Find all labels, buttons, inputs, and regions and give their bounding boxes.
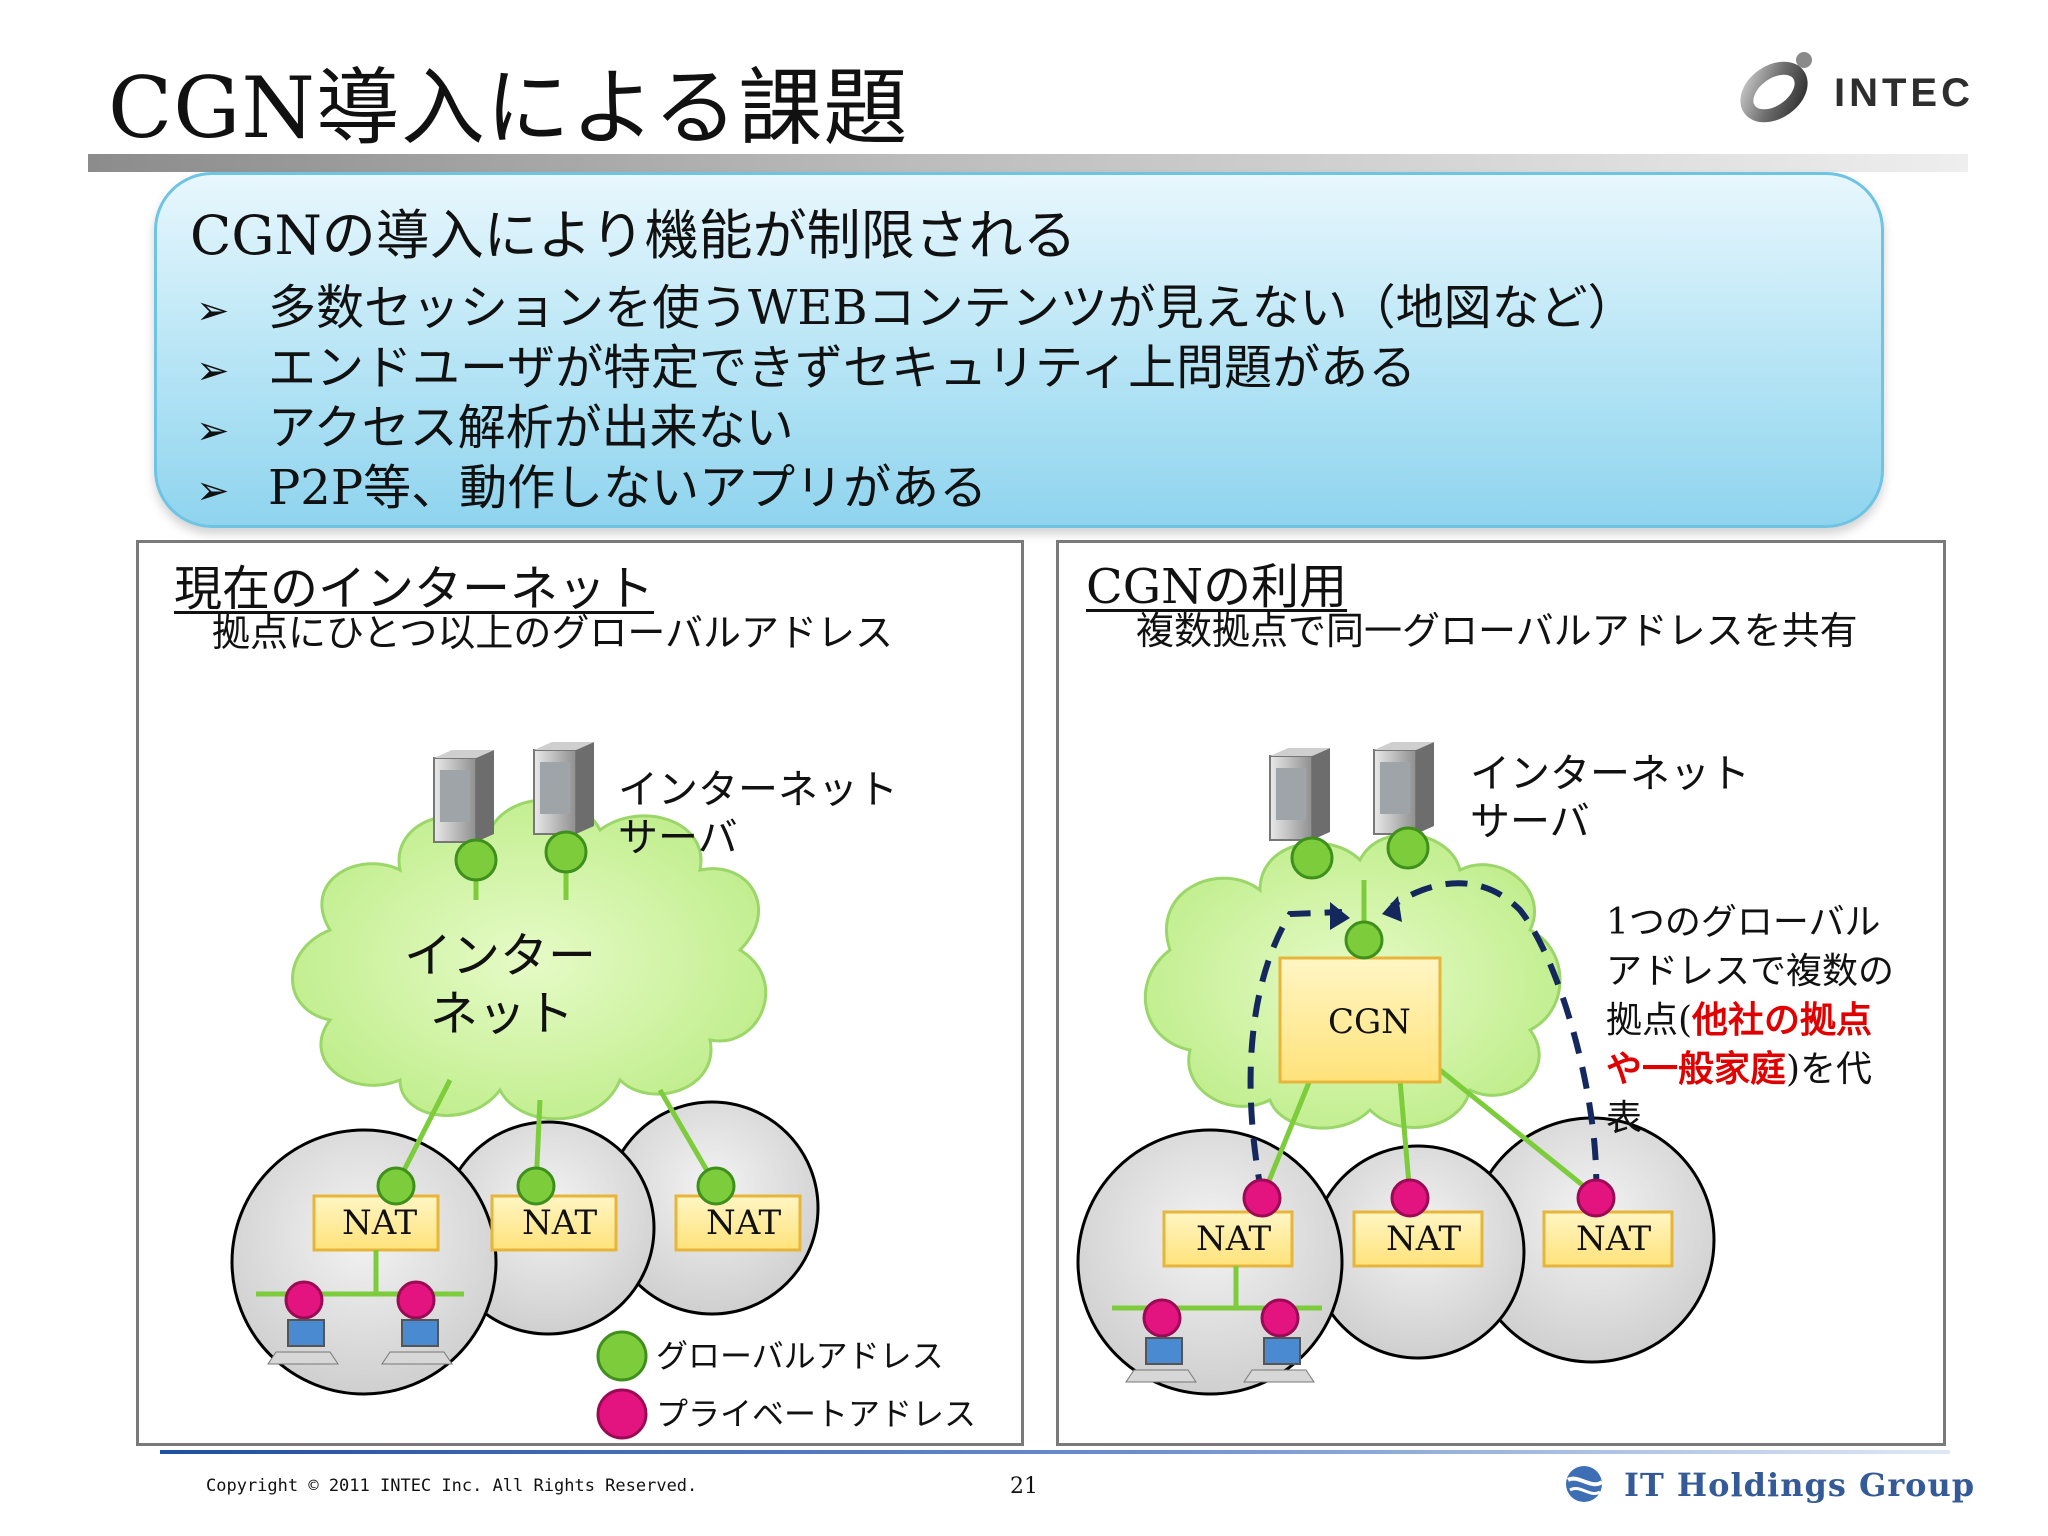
left-panel-subtitle: 拠点にひとつ以上のグローバルアドレス xyxy=(212,611,893,655)
pc-icon xyxy=(381,1319,453,1365)
note-text: )を代 xyxy=(1786,1049,1873,1090)
nat-box xyxy=(312,1194,440,1252)
bullet-item: ➢ 多数セッションを使うWEBコンテンツが見えない（地図など） xyxy=(196,278,1636,341)
server-icon xyxy=(1373,742,1434,835)
cloud-label: ネット xyxy=(430,986,575,1042)
logo-dot-icon xyxy=(1796,52,1812,68)
global-address-node xyxy=(516,1166,556,1206)
globe-icon xyxy=(1566,1466,1604,1502)
arrow-bullet-icon: ➢ xyxy=(196,348,230,394)
right-panel-title: CGNの利用 xyxy=(1086,559,1348,615)
nat-label: NAT xyxy=(1576,1219,1652,1259)
server-icon xyxy=(433,750,494,843)
global-address-node xyxy=(1344,920,1384,960)
cgn-box xyxy=(1278,956,1442,1084)
logo-text: INTEC xyxy=(1834,71,1974,115)
server-label: インターネット xyxy=(1470,751,1750,797)
bullet-text: アクセス解析が出来ない xyxy=(268,400,794,456)
nat-label: NAT xyxy=(1196,1219,1272,1259)
title-underline-bar xyxy=(88,154,1968,172)
private-address-node xyxy=(1390,1178,1430,1218)
right-panel-subtitle: 複数拠点で同一グローバルアドレスを共有 xyxy=(1136,609,1858,653)
site-circle xyxy=(230,1128,498,1396)
nat-label: NAT xyxy=(342,1203,418,1243)
nat-label: NAT xyxy=(706,1203,782,1243)
nat-box xyxy=(490,1194,618,1252)
arrowhead-icon xyxy=(1382,896,1402,922)
server-label: サーバ xyxy=(1470,799,1590,845)
private-address-node xyxy=(1142,1298,1182,1338)
bullet-item: ➢ アクセス解析が出来ない xyxy=(196,398,794,461)
private-address-node xyxy=(1260,1298,1300,1338)
global-address-node xyxy=(454,838,498,882)
legend-global-label: グローバルアドレス xyxy=(656,1337,944,1375)
private-address-node xyxy=(284,1280,324,1320)
note-line: アドレスで複数の xyxy=(1606,951,1895,992)
nat-box xyxy=(674,1194,802,1252)
nat-box xyxy=(1352,1210,1484,1268)
global-address-node xyxy=(544,830,588,874)
arrowhead-icon xyxy=(1330,902,1350,930)
bullet-item: ➢ エンドユーザが特定できずセキュリティ上問題がある xyxy=(196,338,1416,401)
bullet-text: 多数セッションを使うWEBコンテンツが見えない（地図など） xyxy=(268,280,1636,336)
bullet-text: エンドユーザが特定できずセキュリティ上問題がある xyxy=(268,340,1417,396)
server-icon xyxy=(533,742,594,835)
server-label: インターネット xyxy=(618,767,898,813)
issues-callout xyxy=(154,172,1884,528)
legend-global-swatch xyxy=(596,1330,648,1382)
server-icon xyxy=(1269,748,1330,841)
note-line: 拠点(他社の拠点 xyxy=(1606,996,1894,1045)
arrow-bullet-icon: ➢ xyxy=(196,468,230,514)
nat-box xyxy=(1162,1210,1294,1268)
pc-icon xyxy=(267,1319,339,1365)
nat-label: NAT xyxy=(522,1203,598,1243)
bullet-item: ➢ P2P等、動作しないアプリがある xyxy=(196,458,987,521)
private-address-node xyxy=(1242,1178,1282,1218)
callout-heading: CGNの導入により機能が制限される xyxy=(190,204,1077,267)
pc-icon xyxy=(1125,1337,1197,1383)
shared-address-note: 1つのグローバル アドレスで複数の 拠点(他社の拠点 や一般家庭)を代 表 xyxy=(1606,898,1894,1143)
global-address-node xyxy=(376,1166,416,1206)
pc-icon xyxy=(1243,1337,1315,1383)
note-line: 表 xyxy=(1606,1098,1643,1139)
note-line: や一般家庭)を代 xyxy=(1606,1045,1894,1094)
note-line: 1つのグローバル xyxy=(1606,902,1881,943)
copyright-text: Copyright © 2011 INTEC Inc. All Rights R… xyxy=(206,1476,698,1496)
shared-address-path xyxy=(1247,909,1343,1197)
intec-logo: INTEC xyxy=(1740,52,1974,123)
shared-address-path xyxy=(1390,880,1600,1197)
global-address-node xyxy=(1386,826,1430,870)
left-panel-title: 現在のインターネット xyxy=(174,561,655,617)
arrow-bullet-icon: ➢ xyxy=(196,408,230,454)
legend-private-swatch xyxy=(596,1388,648,1440)
private-address-node xyxy=(396,1280,436,1320)
nat-label: NAT xyxy=(1386,1219,1462,1259)
note-emphasis: 他社の拠点 xyxy=(1692,999,1873,1041)
note-text: 拠点( xyxy=(1606,1000,1693,1041)
bullet-text: P2P等、動作しないアプリがある xyxy=(268,460,988,516)
legend-private-label: プライベートアドレス xyxy=(656,1395,977,1433)
arrow-bullet-icon: ➢ xyxy=(196,288,230,334)
global-address-node xyxy=(1290,836,1334,880)
footer-rule xyxy=(160,1450,1950,1454)
global-address-node xyxy=(696,1166,736,1206)
private-address-node xyxy=(1576,1178,1616,1218)
cgn-label: CGN xyxy=(1328,1002,1411,1042)
group-name: IT Holdings Group xyxy=(1624,1466,1976,1504)
logo-swoosh-icon xyxy=(1740,61,1808,123)
page-number: 21 xyxy=(1010,1474,1038,1499)
slide-title: CGN導入による課題 xyxy=(108,59,909,157)
cloud-label: インター xyxy=(404,928,597,984)
server-label: サーバ xyxy=(618,815,738,861)
note-emphasis: や一般家庭 xyxy=(1606,1048,1787,1090)
nat-box xyxy=(1542,1210,1674,1268)
